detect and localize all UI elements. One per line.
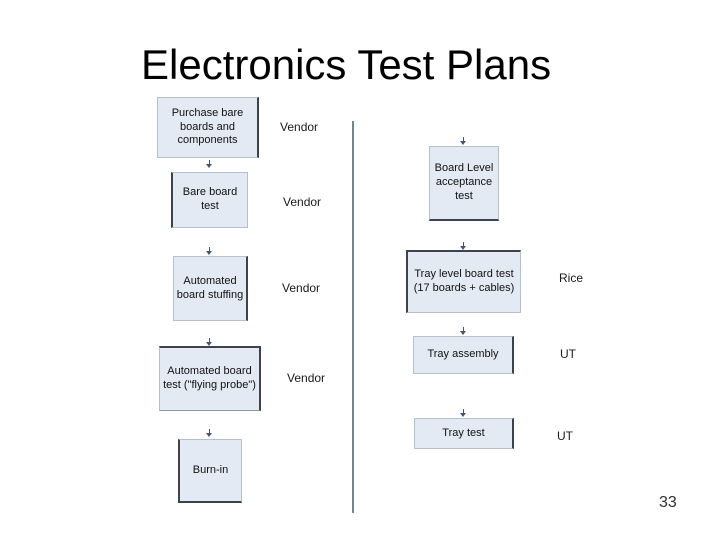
owner-label-ut-1: UT <box>560 347 576 361</box>
arrow-down-icon <box>459 409 468 418</box>
arrow-down-icon <box>205 429 214 438</box>
arrow-down-icon <box>205 338 214 347</box>
arrow-down-icon <box>459 327 468 336</box>
owner-label-ut-2: UT <box>557 429 573 443</box>
flow-box-label: Board Level acceptance test <box>434 162 494 202</box>
flow-box-label: Automated board stuffing <box>176 274 244 301</box>
flow-box-bare-board-test: Bare board test <box>171 172 248 228</box>
slide-title: Electronics Test Plans <box>141 41 552 88</box>
flow-box-label: Tray test <box>442 426 485 439</box>
arrow-down-icon <box>205 247 214 256</box>
page-number: 33 <box>659 494 677 511</box>
flow-box-burn-in: Burn-in <box>178 439 242 503</box>
flow-box-tray-test: Tray test <box>414 418 514 449</box>
flow-box-label: Automated board test ("flying probe") <box>163 365 256 391</box>
flow-box-automated-board-stuffing: Automated board stuffing <box>173 256 248 321</box>
flow-box-board-level-acceptance-test: Board Level acceptance test <box>429 146 499 221</box>
flow-box-label: Tray assembly <box>427 348 499 361</box>
arrow-down-icon <box>459 242 468 251</box>
flow-box-label: Burn-in <box>192 463 229 476</box>
owner-label-vendor-3: Vendor <box>282 281 321 295</box>
flow-box-purchase-bare-boards: Purchase bare boards and components <box>157 97 259 158</box>
flow-box-tray-level-board-test: Tray level board test (17 boards + cable… <box>406 250 521 313</box>
owner-label-vendor-4: Vendor <box>287 371 326 385</box>
owner-label-vendor-1: Vendor <box>280 120 319 134</box>
arrow-down-icon <box>205 160 214 169</box>
owner-label-rice: Rice <box>559 271 584 285</box>
flow-divider-line <box>352 121 354 513</box>
arrow-down-icon <box>459 137 468 146</box>
flow-box-label: Purchase bare boards and components <box>171 106 244 147</box>
flow-box-automated-board-test: Automated board test ("flying probe") <box>159 346 261 411</box>
flow-box-label: Bare board test <box>182 186 238 212</box>
flow-box-tray-assembly: Tray assembly <box>413 336 514 374</box>
flow-box-label: Tray level board test (17 boards + cable… <box>413 268 515 294</box>
owner-label-vendor-2: Vendor <box>283 195 322 209</box>
